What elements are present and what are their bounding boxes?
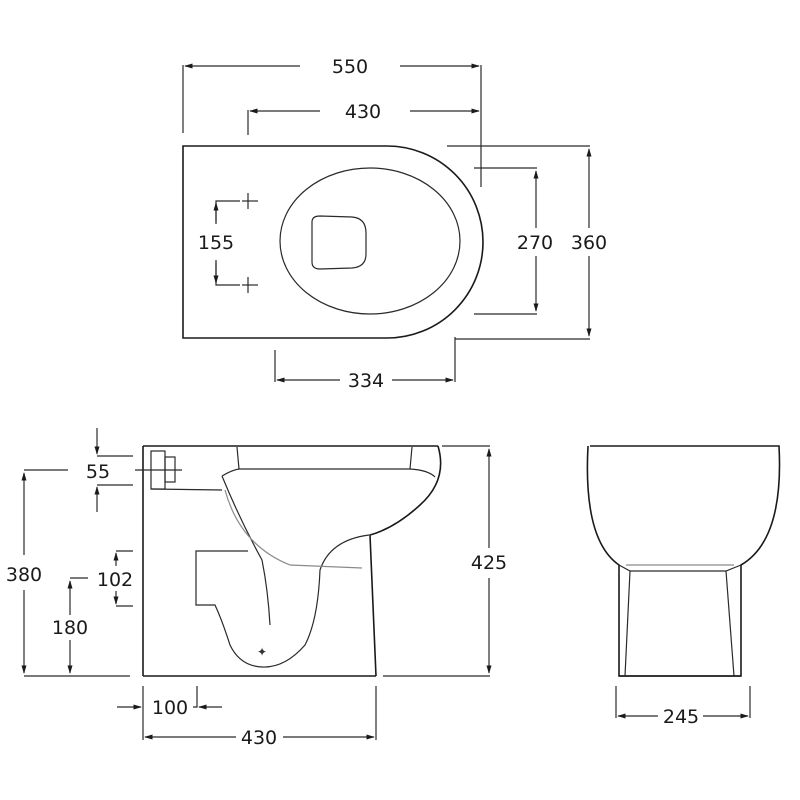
dim-bowl-width: 270 bbox=[517, 232, 553, 254]
fixing-hole-icons bbox=[242, 193, 258, 293]
bowl-front-profile bbox=[369, 445, 442, 677]
side-view: ✦ 55 380 102 180 425 100 bbox=[6, 428, 507, 749]
dim-outlet-centre-height: 180 bbox=[52, 617, 88, 639]
svg-text:✦: ✦ bbox=[257, 645, 267, 659]
dim-overall-height: 425 bbox=[471, 552, 507, 574]
bowl-rim bbox=[279, 167, 461, 315]
dim-outlet-height: 102 bbox=[97, 569, 133, 591]
bowl-opening bbox=[311, 215, 367, 270]
trap-inner bbox=[221, 475, 271, 626]
dim-base-length: 430 bbox=[241, 727, 277, 749]
trap-outer bbox=[195, 534, 370, 668]
dim-outlet-setback: 100 bbox=[152, 697, 188, 719]
dim-inlet-height: 55 bbox=[86, 461, 110, 483]
dim-base-width: 245 bbox=[663, 706, 699, 728]
top-view: 550 430 155 270 360 334 bbox=[182, 56, 607, 392]
dim-overall-width: 360 bbox=[571, 232, 607, 254]
top-outline bbox=[182, 145, 484, 339]
dim-bowl-length: 334 bbox=[348, 370, 384, 392]
dim-overall-length: 550 bbox=[332, 56, 368, 78]
dim-inlet-centre-height: 380 bbox=[6, 564, 42, 586]
dim-fixing-centres: 155 bbox=[198, 232, 234, 254]
front-view: 245 bbox=[586, 445, 781, 728]
dim-seat-length: 430 bbox=[345, 101, 381, 123]
front-outline bbox=[586, 445, 781, 677]
